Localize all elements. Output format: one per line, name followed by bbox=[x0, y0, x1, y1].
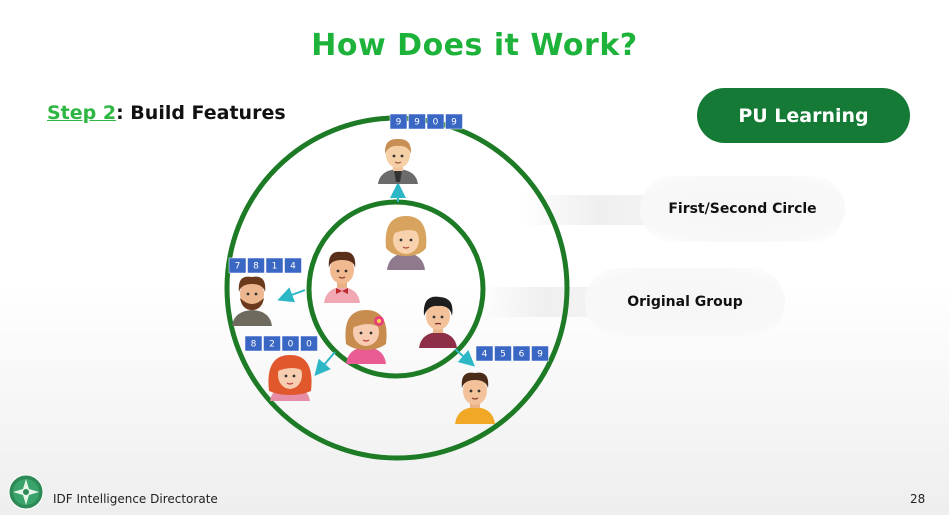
vector-digit: 6 bbox=[519, 350, 525, 360]
step-number: Step 2 bbox=[47, 102, 117, 124]
vector-cell bbox=[475, 345, 494, 362]
man-bowtie-icon bbox=[324, 251, 360, 303]
vector-cell bbox=[389, 113, 408, 130]
vector-digit: 0 bbox=[306, 340, 312, 350]
inner-circle-label: Original Group bbox=[585, 268, 785, 336]
vector-cell bbox=[494, 345, 512, 362]
vector-digit: 0 bbox=[433, 118, 439, 128]
vector-digit: 9 bbox=[396, 118, 402, 128]
man-beard-icon bbox=[232, 276, 272, 326]
vector-digit: 9 bbox=[414, 118, 420, 128]
vector-digit: 1 bbox=[272, 262, 278, 272]
vector-digit: 9 bbox=[537, 350, 543, 360]
arrow-left bbox=[277, 287, 306, 303]
vector-digit: 4 bbox=[482, 350, 488, 360]
step-text: : Build Features bbox=[116, 102, 286, 124]
vector-digit: 0 bbox=[288, 340, 294, 350]
arrow-lower-right bbox=[454, 348, 475, 367]
vector-cell bbox=[408, 113, 426, 130]
arrow-lower-left bbox=[314, 351, 336, 377]
inner-label-connector bbox=[480, 287, 590, 317]
vector-cell bbox=[263, 335, 281, 352]
inner-circle bbox=[306, 199, 486, 379]
footer-organization: IDF Intelligence Directorate bbox=[53, 492, 218, 506]
vector-cell bbox=[244, 335, 263, 352]
pu-learning-badge: PU Learning bbox=[697, 88, 910, 143]
woman-redhead-icon bbox=[268, 355, 312, 401]
man-dark-hair-icon bbox=[419, 296, 457, 348]
vector-cell bbox=[265, 257, 284, 274]
vector-cell bbox=[281, 335, 300, 352]
woman-blonde-icon bbox=[385, 216, 427, 270]
vector-digit: 4 bbox=[290, 262, 296, 272]
vector-digit: 9 bbox=[451, 118, 457, 128]
slide-title: How Does it Work? bbox=[311, 28, 638, 63]
vector-digit: 7 bbox=[235, 262, 241, 272]
vector-cell bbox=[531, 345, 549, 362]
vector-cell bbox=[445, 113, 463, 130]
page-number: 28 bbox=[910, 492, 926, 506]
man-yellow-shirt-icon bbox=[455, 372, 495, 424]
vector-cell bbox=[247, 257, 265, 274]
feature-vector-lower-left: 8 2 0 0 bbox=[244, 335, 318, 352]
vector-cell bbox=[228, 257, 247, 274]
feature-vector-top: 9 9 0 9 bbox=[389, 113, 463, 130]
vector-cell bbox=[512, 345, 531, 362]
vector-cell bbox=[300, 335, 318, 352]
vector-digit: 5 bbox=[500, 350, 506, 360]
step-heading: Step 2: Build Features bbox=[47, 102, 286, 124]
idf-intelligence-logo-icon bbox=[8, 474, 44, 510]
feature-vector-lower-right: 4 5 6 9 bbox=[475, 345, 549, 362]
vector-cell bbox=[426, 113, 445, 130]
vector-digit: 8 bbox=[251, 340, 257, 350]
vector-digit: 8 bbox=[253, 262, 259, 272]
man-tie-icon bbox=[378, 138, 418, 184]
outer-circle-label: First/Second Circle bbox=[640, 176, 845, 242]
woman-flower-icon bbox=[345, 310, 387, 364]
vector-digit: 2 bbox=[269, 340, 275, 350]
vector-cell bbox=[284, 257, 302, 274]
feature-vector-left: 7 8 1 4 bbox=[228, 257, 302, 274]
